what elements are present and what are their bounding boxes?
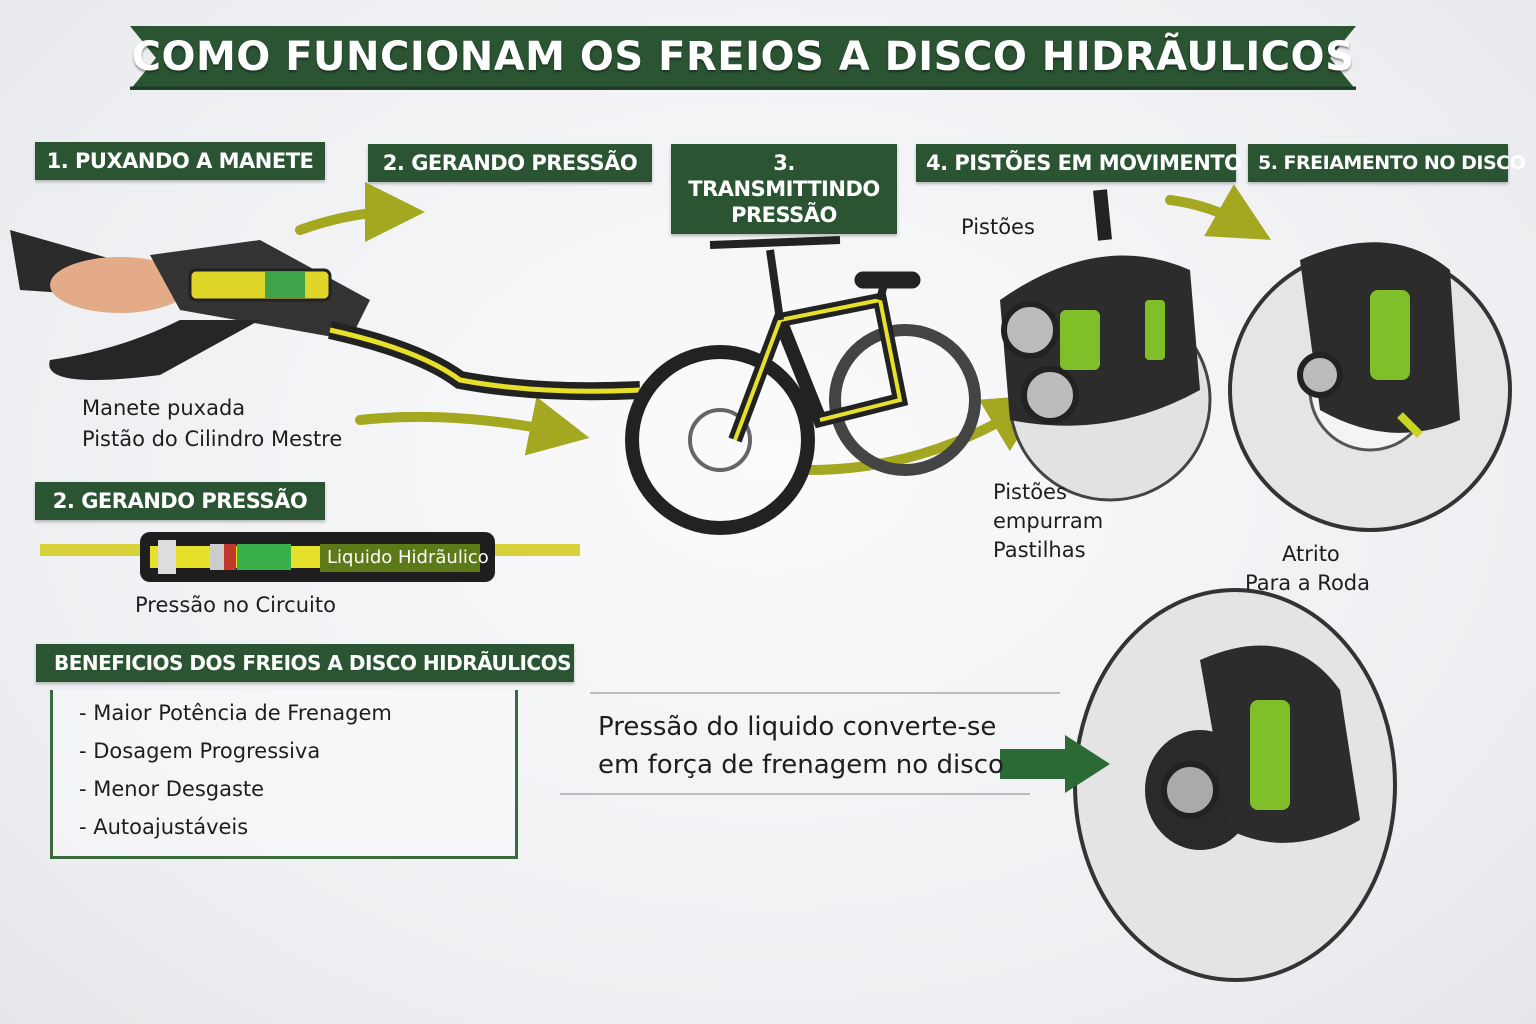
conclusion-line-1: Pressão do liquido converte-se (598, 712, 997, 742)
pressure-section-header: 2. GERANDO PRESSÃO (35, 482, 325, 520)
benefit-item: - Maior Potência de Frenagem (79, 701, 392, 725)
hydraulic-tube-icon (40, 532, 580, 582)
master-cylinder-label: Pistão do Cilindro Mestre (82, 427, 343, 451)
pistons-push-label-2: empurram (993, 509, 1104, 533)
lever-pulled-label: Manete puxada (82, 396, 246, 420)
conclusion-line-2: em força de frenagem no disco (598, 750, 1004, 780)
brake-disc-icon (1228, 242, 1512, 532)
arrow-icon (355, 396, 590, 456)
benefit-item: - Dosagem Progressiva (79, 739, 321, 763)
brake-lever-icon (10, 230, 641, 401)
arrow-icon (805, 394, 1046, 475)
circuit-pressure-label: Pressão no Circuito (135, 593, 336, 617)
step-1-header: 1. PUXANDO A MANETE (35, 142, 325, 180)
step-3-header: 3. TRANSMITTINDO PRESSÃO (671, 144, 897, 234)
benefits-list: - Maior Potência de Frenagem - Dosagem P… (50, 690, 518, 859)
pistons-label: Pistões (961, 215, 1035, 239)
friction-label-1: Atrito (1282, 542, 1340, 566)
pistons-push-label-3: Pastilhas (993, 538, 1086, 562)
title-banner: COMO FUNCIONAM OS FREIOS A DISCO HIDRÃUL… (130, 26, 1356, 90)
bicycle-icon (625, 236, 981, 535)
benefits-header: BENEFICIOS DOS FREIOS A DISCO HIDRÃULICO… (36, 644, 574, 682)
benefit-item: - Menor Desgaste (79, 777, 265, 801)
pistons-push-label-1: Pistões (993, 480, 1067, 504)
ribbon-shape (130, 26, 1356, 90)
caliper-icon (1000, 189, 1212, 502)
divider (560, 793, 1030, 795)
step-4-header: 4. PISTÕES EM MOVIMENTO (916, 144, 1242, 182)
conclusion-text: Pressão do liquido converte-se em força … (598, 708, 1004, 784)
friction-label-2: Para a Roda (1245, 571, 1371, 595)
step-5-header: 5. FREIAMENTO NO DISCO (1248, 144, 1526, 182)
benefit-item: - Autoajustáveis (79, 815, 249, 839)
fluid-label: Liquido Hidrãulico (327, 547, 489, 568)
page-title: COMO FUNCIONAM OS FREIOS A DISCO HIDRÃUL… (131, 34, 1355, 80)
flow-arrows (295, 182, 1272, 475)
step-2-header: 2. GERANDO PRESSÃO (368, 144, 652, 182)
divider (590, 692, 1060, 694)
brake-disc-closeup-icon (1000, 588, 1397, 982)
arrow-icon (295, 182, 425, 243)
arrow-icon (1165, 184, 1272, 240)
